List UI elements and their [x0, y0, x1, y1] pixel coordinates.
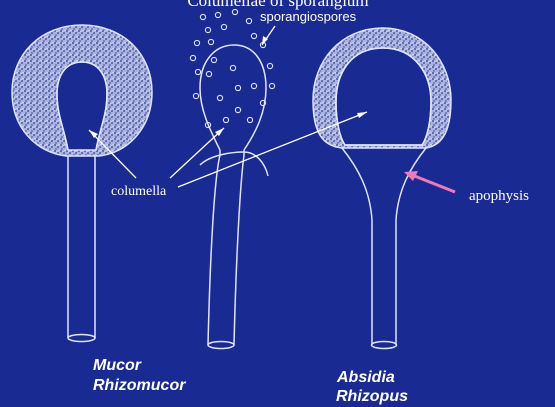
sporangium-wall-left [12, 25, 152, 156]
label-apophysis: apophysis [469, 188, 529, 204]
stalk-base-right [372, 342, 397, 349]
stalk-base-left [68, 335, 95, 342]
columella-middle [200, 45, 266, 150]
columella-left [57, 62, 107, 150]
label-genus-rhizomucor: Rhizomucor [93, 377, 186, 394]
label-columella: columella [111, 184, 167, 199]
sporangium-ruptured [190, 9, 274, 348]
sporangium-absidia [313, 28, 451, 349]
sporangiophore-left [68, 156, 95, 338]
apophysis-arrow [404, 171, 455, 192]
stalk-base-middle [208, 342, 234, 349]
sporangiophore-middle [208, 150, 244, 345]
columella-right [336, 48, 431, 145]
label-genus-rhizopus: Rhizopus [336, 388, 408, 405]
label-genus-absidia: Absidia [336, 369, 395, 386]
label-sporangiospores: sporangiospores [260, 9, 357, 24]
label-genus-mucor: Mucor [93, 357, 142, 374]
leader-columella-middle [170, 128, 224, 178]
